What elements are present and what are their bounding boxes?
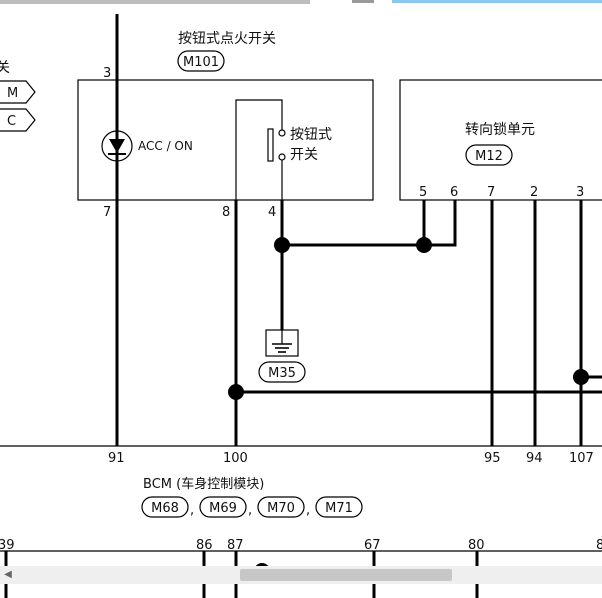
switch-connector-tag xyxy=(177,50,225,72)
left-connector-tag xyxy=(0,108,36,132)
lock-pin: 3 xyxy=(576,185,584,200)
lower-pin: 80 xyxy=(468,538,485,553)
bcm-connector-tag xyxy=(257,496,305,518)
push-switch-label-1: 按钮式 xyxy=(290,127,332,143)
push-switch-loop xyxy=(235,99,283,200)
top-strip-segment xyxy=(392,0,602,3)
bcm-title: BCM (车身控制模块) xyxy=(143,476,264,492)
left-connector-label: C xyxy=(7,114,16,129)
bcm-pin: 100 xyxy=(223,451,248,466)
bcm-pin: 107 xyxy=(569,451,594,466)
ground-connector-label: M35 xyxy=(268,366,296,381)
push-button-icon xyxy=(267,128,274,162)
junction-dot xyxy=(228,384,244,400)
horizontal-scrollbar[interactable]: ◀ xyxy=(0,566,602,584)
push-switch-label-2: 开关 xyxy=(290,147,318,163)
bcm-pin: 94 xyxy=(526,451,543,466)
lock-pin: 6 xyxy=(450,185,458,200)
switch-pin-top: 3 xyxy=(103,66,111,81)
left-connector-label: M xyxy=(7,86,18,101)
bcm-connector-tag xyxy=(141,496,189,518)
diode-icon xyxy=(101,130,133,162)
ground-connector-tag xyxy=(258,361,306,383)
bcm-connector-label: M69 xyxy=(209,501,237,516)
switch-connector-label: M101 xyxy=(183,55,219,70)
steering-lock-box xyxy=(399,79,602,201)
lower-pin: 8 xyxy=(596,538,602,553)
top-strip-segment xyxy=(0,0,310,4)
left-connector-tag xyxy=(0,80,36,104)
bcm-pin: 95 xyxy=(484,451,501,466)
lock-pin: 5 xyxy=(419,185,427,200)
connector-separator: , xyxy=(190,503,194,518)
lock-connector-label: M12 xyxy=(475,149,503,164)
switch-pin-bottom: 4 xyxy=(268,205,276,220)
junction-dot xyxy=(416,237,432,253)
top-strip-segment xyxy=(352,0,374,3)
top-edge-strip xyxy=(0,0,602,5)
wire-pin6 xyxy=(424,200,457,247)
wire-pin5 xyxy=(282,200,426,247)
connector-separator: , xyxy=(248,503,252,518)
bcm-connector-label: M71 xyxy=(325,501,353,516)
switch-pin-bottom: 8 xyxy=(222,205,230,220)
lock-title: 转向锁单元 xyxy=(465,122,535,138)
scrollbar-thumb[interactable] xyxy=(240,569,452,581)
bcm-connector-label: M70 xyxy=(267,501,295,516)
lock-connector-tag xyxy=(465,144,513,166)
lower-pin: 39 xyxy=(0,538,15,553)
lower-pin: 87 xyxy=(227,538,244,553)
lower-pin: 67 xyxy=(364,538,381,553)
switch-contact xyxy=(278,153,286,161)
bcm-pin: 91 xyxy=(108,451,125,466)
switch-pin-bottom: 7 xyxy=(103,205,111,220)
bcm-connector-label: M68 xyxy=(151,501,179,516)
junction-dot xyxy=(573,369,589,385)
bcm-connector-tag xyxy=(199,496,247,518)
junction-dot xyxy=(274,237,290,253)
acc-on-label: ACC / ON xyxy=(138,139,193,153)
left-title-fragment: 关 xyxy=(0,60,10,76)
diode-triangle xyxy=(109,139,125,153)
lower-pin: 86 xyxy=(196,538,213,553)
switch-title: 按钮式点火开关 xyxy=(178,31,276,47)
connector-separator: , xyxy=(306,503,310,518)
bcm-connector-tag xyxy=(315,496,363,518)
ignition-switch-box xyxy=(77,79,374,201)
scroll-left-icon[interactable]: ◀ xyxy=(4,569,12,580)
lock-pin: 2 xyxy=(530,185,538,200)
lock-pin: 7 xyxy=(487,185,495,200)
switch-contact xyxy=(278,129,286,137)
